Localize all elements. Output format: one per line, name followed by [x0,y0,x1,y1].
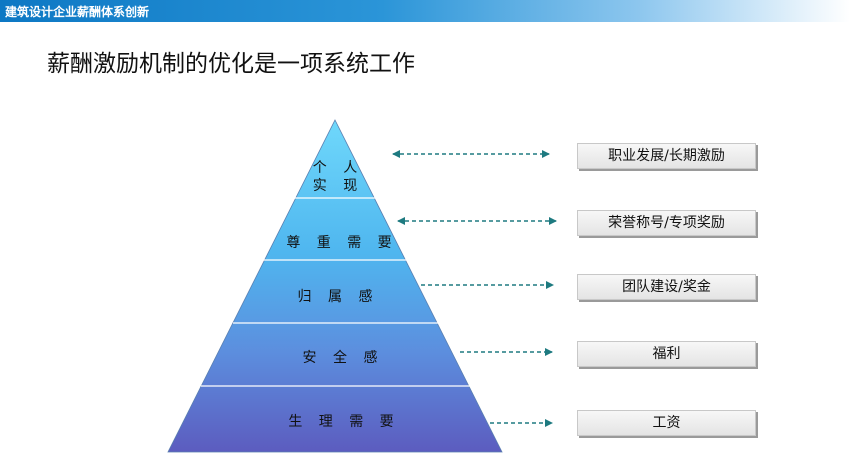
level-1-text-line2: 实 现 [313,178,363,194]
label-welfare: 福利 [577,341,756,367]
level-2-text: 尊 重 需 要 [286,234,397,251]
label-salary: 工资 [577,410,756,436]
label-team-bonus: 团队建设/奖金 [577,274,756,300]
header-bar: 建筑设计企业薪酬体系创新 [0,0,850,22]
level-4-text: 安 全 感 [303,349,384,366]
pyramid-shape [167,119,503,453]
pyramid-dividers [201,197,470,387]
label-career-development: 职业发展/长期激励 [577,143,756,169]
page-title: 薪酬激励机制的优化是一项系统工作 [47,51,415,77]
level-3-text: 归 属 感 [298,288,379,305]
label-honor-award: 荣誉称号/专项奖励 [577,210,756,236]
header-title: 建筑设计企业薪酬体系创新 [5,5,150,19]
level-1-text-line1: 个 人 [313,160,363,176]
level-5-text: 生 理 需 要 [288,414,399,430]
